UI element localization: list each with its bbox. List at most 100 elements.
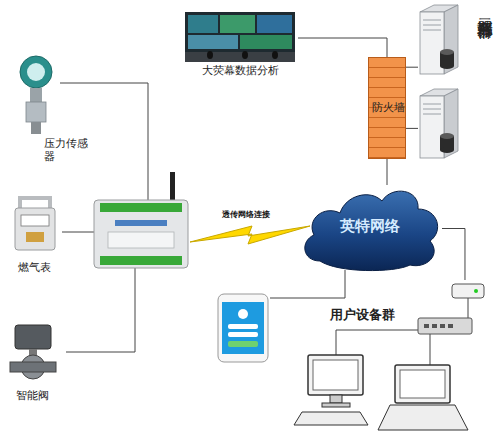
desktop-illustration	[308, 355, 363, 395]
router-illustration	[452, 284, 484, 298]
connector-line	[442, 229, 465, 281]
gas-meter-illustration	[26, 232, 44, 242]
node-label: 云端服务器群	[476, 6, 494, 12]
link-label: 透传网络连接	[222, 211, 270, 220]
gateway-device	[94, 172, 188, 268]
server-illustration	[420, 5, 458, 74]
server-illustration	[423, 114, 441, 115]
gateway-device	[170, 172, 175, 202]
router-illustration	[452, 284, 484, 298]
device-wire	[430, 334, 431, 366]
connector-line	[298, 38, 387, 57]
screen-node: 大荧幕数据分析	[183, 10, 298, 80]
phone-illustration	[228, 341, 258, 347]
server-illustration	[423, 25, 441, 26]
phone-illustration	[218, 294, 268, 362]
gas-meter-illustration	[15, 208, 55, 250]
phone-illustration	[218, 294, 268, 362]
valve-illustration	[15, 325, 51, 349]
screen-illustration	[242, 51, 248, 59]
switch-illustration	[424, 324, 429, 328]
meter-node: 燃气表	[8, 198, 68, 278]
wireless-bolt	[190, 226, 310, 244]
node-label: 防火墙	[369, 102, 407, 115]
wireless-bolt	[190, 226, 310, 244]
desktop-illustration	[322, 403, 350, 407]
screen-illustration	[185, 52, 295, 62]
gateway-device	[115, 220, 167, 226]
connector-line	[406, 67, 418, 68]
server-illustration	[440, 133, 454, 139]
phone-illustration	[228, 324, 258, 329]
server-illustration	[420, 89, 458, 158]
switch-illustration	[418, 318, 472, 334]
sensor-node: 压力传感器	[10, 55, 92, 170]
gas-meter-illustration	[20, 198, 50, 208]
screen-illustration	[220, 15, 255, 33]
laptop-illustration	[400, 370, 445, 398]
desktop-illustration	[294, 412, 368, 425]
screen-illustration	[240, 35, 292, 49]
device-wire	[60, 83, 468, 366]
switch-illustration	[448, 324, 453, 328]
switch-illustration	[432, 324, 437, 328]
node-label: 智能阀	[16, 390, 68, 403]
server-illustration	[440, 49, 454, 55]
device-wire	[468, 298, 469, 318]
desktop-illustration	[294, 355, 368, 425]
network-cloud: 英特网络	[298, 185, 442, 272]
laptop-illustration	[378, 405, 468, 430]
screen-illustration	[272, 51, 278, 59]
pressure-sensor-illustration	[27, 63, 45, 81]
node-label: 英特网络	[298, 218, 442, 235]
valve-illustration	[10, 325, 56, 379]
pressure-sensor-illustration	[20, 56, 52, 88]
phone-illustration	[238, 309, 248, 319]
server-illustration	[423, 109, 441, 110]
gateway-device	[108, 232, 174, 248]
device-wire	[66, 268, 135, 352]
gateway-device	[100, 203, 182, 212]
switch-illustration	[418, 318, 472, 334]
pressure-sensor-illustration	[20, 56, 52, 134]
connector-line	[406, 128, 418, 129]
server-illustration	[440, 147, 454, 153]
node-label: 大荧幕数据分析	[183, 65, 298, 78]
phone-illustration	[228, 332, 258, 337]
firewall-box: 防火墙	[368, 57, 406, 159]
server-illustration	[423, 30, 441, 31]
gas-meter-illustration	[21, 215, 49, 226]
server-group: 云端服务器群	[418, 0, 500, 165]
valve-node: 智能阀	[8, 320, 68, 410]
screen-illustration	[188, 15, 218, 33]
pressure-sensor-illustration	[30, 88, 42, 102]
desktop-illustration	[313, 360, 358, 390]
laptop-illustration	[378, 365, 468, 430]
screen-illustration	[207, 51, 213, 59]
connector-line	[387, 159, 388, 185]
gateway-device	[94, 200, 188, 268]
screen-illustration	[188, 35, 238, 49]
valve-illustration	[10, 362, 56, 372]
pressure-sensor-illustration	[31, 122, 41, 134]
screen-illustration	[185, 12, 295, 62]
laptop-illustration	[395, 365, 450, 403]
node-label: 压力传感器	[44, 138, 90, 163]
server-illustration	[423, 104, 441, 105]
node-label: 用户设备群	[330, 308, 420, 323]
screen-illustration	[257, 15, 292, 33]
node-label: 燃气表	[18, 262, 68, 275]
switch-illustration	[440, 324, 445, 328]
pressure-sensor-illustration	[26, 102, 46, 122]
device-wire	[336, 330, 418, 355]
user-device-group: 用户设备群	[300, 280, 495, 440]
desktop-illustration	[330, 395, 342, 403]
gateway-device	[100, 256, 182, 265]
screen-illustration	[185, 12, 295, 62]
server-illustration	[423, 20, 441, 21]
server-illustration	[440, 63, 454, 69]
router-illustration	[474, 289, 478, 293]
phone-illustration	[222, 302, 264, 354]
device-wire	[62, 232, 94, 233]
